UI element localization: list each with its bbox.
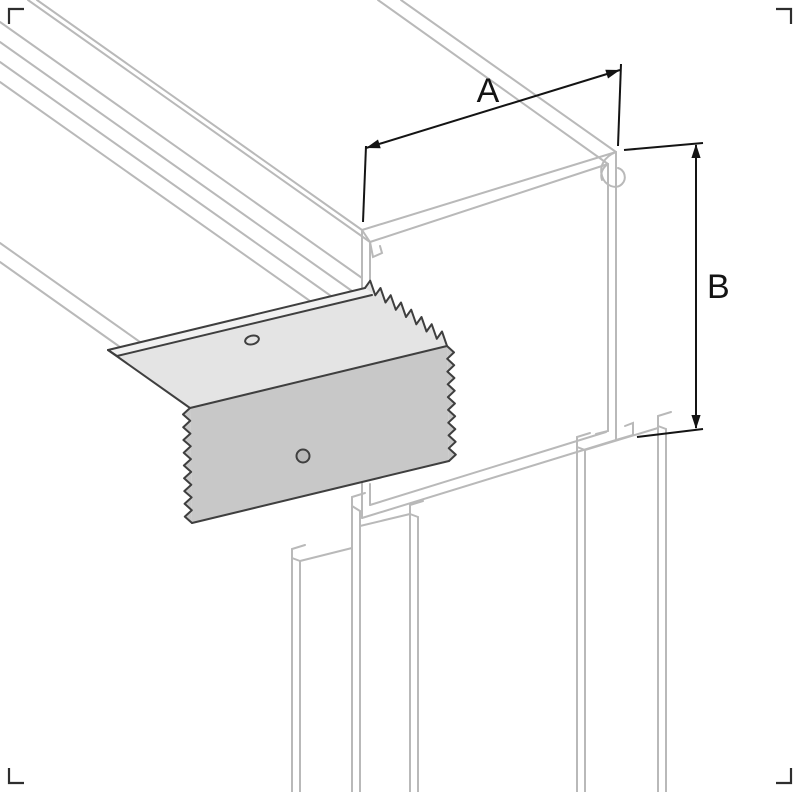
corner-mark-bottom-left	[7, 768, 24, 785]
dimension-a-label: A	[477, 72, 500, 110]
bracket-top-face	[108, 288, 447, 408]
corner-mark-top-right	[776, 7, 793, 24]
bracket-front-hole	[295, 448, 311, 464]
left-wall-profile	[291, 492, 424, 792]
dimension-b: B	[623, 142, 730, 438]
dimension-a-line	[365, 69, 621, 149]
dimension-b-extension-top	[623, 142, 704, 151]
corner-mark-top-left	[7, 7, 24, 24]
right-wall-profile	[576, 411, 672, 792]
dimension-b-extension-bottom	[636, 428, 704, 438]
dimension-a-extension-right	[617, 63, 622, 147]
bracket-back-flange	[108, 288, 374, 356]
corner-marks	[7, 7, 793, 785]
dimension-b-label: B	[707, 268, 730, 306]
dimension-a-arrowhead-right	[605, 69, 620, 79]
dimension-a-extension-left	[362, 145, 367, 223]
bracket-front-web	[190, 346, 449, 523]
channel-profile-section	[361, 151, 634, 519]
dimension-b-arrowhead-top	[691, 144, 701, 158]
bracket-right-serration	[446, 345, 457, 462]
serrated-bracket	[107, 279, 457, 524]
dimension-b-arrowhead-bottom	[691, 415, 701, 429]
dimension-a: A	[362, 63, 622, 223]
bracket-top-hole	[244, 334, 260, 346]
bracket-top-serration	[364, 279, 448, 347]
corner-mark-bottom-right	[776, 768, 793, 785]
dimension-a-arrowhead-left	[366, 139, 381, 149]
ceiling-rail	[0, 0, 617, 348]
bracket-left-serration	[182, 407, 193, 524]
